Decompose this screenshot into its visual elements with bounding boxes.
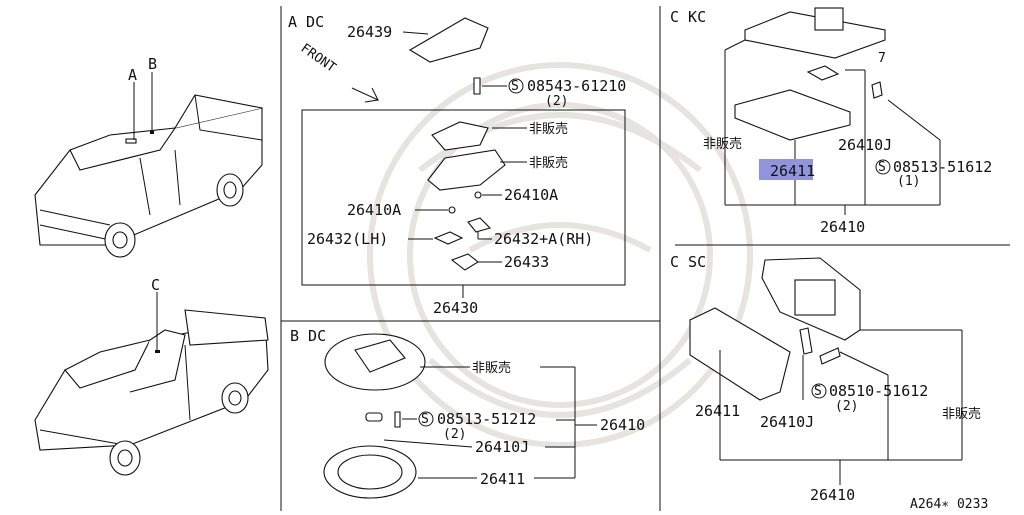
left-label-a: A	[128, 66, 137, 84]
b-screw-08513[interactable]: 08513-51212	[437, 410, 536, 428]
panel-dividers	[280, 6, 1010, 511]
csc-screw-qty: (2)	[835, 399, 858, 414]
front-arrow-icon	[351, 87, 380, 103]
section-b-dc: B DC 非販売 26410 S 08513-51212 (2) 26410J …	[290, 327, 645, 499]
crew-cab-truck	[34, 94, 263, 258]
screw-icon	[473, 77, 481, 95]
section-c-kc: C KC 7 非販売 26410J 26411 S 08513-51612 (1…	[670, 7, 992, 236]
b-nsp[interactable]: 非販売	[472, 360, 511, 376]
section-csc-title: C SC	[670, 253, 706, 271]
ckc-part-26411[interactable]: 26411	[770, 162, 815, 180]
standard-part-icon	[508, 78, 524, 94]
screw-icon-kc	[871, 81, 883, 99]
screw-08543-qty: (2)	[545, 94, 568, 109]
background-watermark	[367, 62, 753, 448]
svg-text:S: S	[814, 384, 822, 399]
bulb-icon-b	[365, 412, 383, 422]
section-ckc-title: C KC	[670, 8, 706, 26]
svg-text:S: S	[511, 79, 519, 94]
highlight-26411	[759, 159, 813, 180]
left-label-b: B	[148, 55, 157, 73]
lens-26411-sc	[689, 307, 791, 401]
part-26439[interactable]: 26439	[347, 23, 392, 41]
csc-part-26410[interactable]: 26410	[810, 486, 855, 504]
lamp-housing	[427, 149, 506, 191]
part-26410a-right[interactable]: 26410A	[504, 186, 558, 204]
left-vehicle-panel: A B C	[34, 55, 269, 476]
bracket-26439	[408, 17, 489, 63]
diagram-code: A264∗ 0233	[910, 497, 988, 511]
csc-part-26411[interactable]: 26411	[695, 402, 740, 420]
ckc-part-26410j[interactable]: 26410J	[838, 136, 892, 154]
ckc-screw-08513[interactable]: 08513-51612	[893, 158, 992, 176]
csc-screw-08510[interactable]: 08510-51612	[829, 382, 928, 400]
lens-26411-kc	[734, 89, 851, 141]
regular-cab-truck	[34, 309, 269, 476]
screw-08543[interactable]: 08543-61210	[527, 77, 626, 95]
lamp-clip	[431, 121, 489, 151]
b-part-26410[interactable]: 26410	[600, 416, 645, 434]
lens-rh	[467, 217, 492, 233]
section-b-title: B DC	[290, 327, 326, 345]
csc-part-26410j[interactable]: 26410J	[760, 413, 814, 431]
bulb-icon-sc	[799, 327, 813, 355]
ckc-part-26410[interactable]: 26410	[820, 218, 865, 236]
part-26432-rh[interactable]: 26432+A(RH)	[494, 230, 593, 248]
svg-text:S: S	[878, 160, 886, 175]
part-26433[interactable]: 26433	[504, 253, 549, 271]
b-screw-qty: (2)	[443, 427, 466, 442]
a-nsp-1[interactable]: 非販売	[529, 121, 568, 137]
part-26432-lh[interactable]: 26432(LH)	[307, 230, 388, 248]
screw-icon-b	[394, 411, 401, 428]
ckc-screw-qty: (1)	[897, 174, 920, 189]
part-26410a-left[interactable]: 26410A	[347, 201, 401, 219]
section-c-sc: C SC S 08510-51612 (2) 26411 26410J 非販売 …	[670, 253, 981, 504]
lens-lh	[433, 231, 464, 245]
front-label: FRONT	[298, 41, 339, 76]
b-part-26410j[interactable]: 26410J	[475, 438, 529, 456]
ckc-marker-7: 7	[878, 51, 886, 66]
left-label-c: C	[151, 276, 160, 294]
a-nsp-2[interactable]: 非販売	[529, 155, 568, 171]
bulb-icon-kc	[806, 65, 840, 81]
section-a-dc: A DC FRONT 26439 S 08543-61210 (2) 非販売 非…	[288, 13, 626, 317]
part-26430[interactable]: 26430	[433, 299, 478, 317]
section-a-title: A DC	[288, 13, 324, 31]
screw-icon-sc	[819, 347, 841, 365]
ckc-nsp[interactable]: 非販売	[703, 136, 742, 152]
b-part-26411[interactable]: 26411	[480, 470, 525, 488]
csc-nsp[interactable]: 非販売	[942, 406, 981, 422]
lens-26433	[450, 253, 479, 271]
svg-text:S: S	[421, 412, 429, 427]
